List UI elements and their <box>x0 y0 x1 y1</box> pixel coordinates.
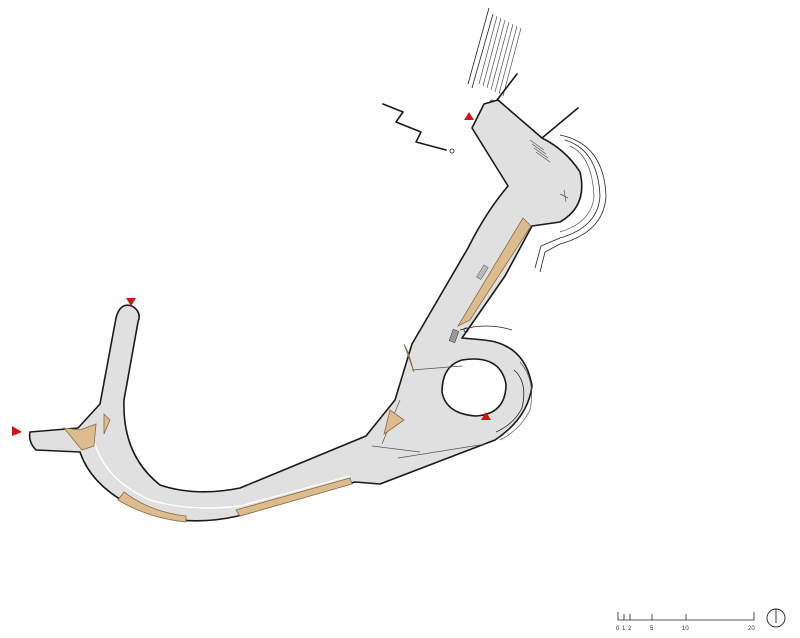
north-arrow-icon <box>766 608 786 628</box>
plaza-edge <box>541 107 579 139</box>
planting-strip-bottom <box>235 477 353 517</box>
planting-junction-left <box>63 423 97 451</box>
paved-path <box>28 99 583 522</box>
planting-left-wedge <box>403 343 415 373</box>
scale-tick-5: 5 <box>650 626 654 632</box>
entry-marker-loop <box>481 412 491 420</box>
planting-junction-right <box>103 413 111 435</box>
curb-line <box>91 431 351 509</box>
bollard <box>449 148 455 154</box>
entry-marker-west <box>12 426 22 436</box>
scale-tick-20: 20 <box>748 626 755 632</box>
stairs-top <box>467 7 522 105</box>
bench <box>448 329 460 343</box>
scale-tick-1: 1 <box>622 626 626 632</box>
planting-strip-upper <box>456 217 532 327</box>
curb-line-loop <box>495 369 525 433</box>
planting-mid-wedge <box>383 409 405 435</box>
top-plaza-steps <box>529 139 551 163</box>
scale-tick-2: 2 <box>628 626 632 632</box>
entry-marker-top-stairs <box>464 112 474 120</box>
entry-marker-north-branch <box>126 298 136 306</box>
scale-tick-10: 10 <box>682 626 689 632</box>
loop-island <box>441 358 507 417</box>
terrace-walls <box>534 134 607 273</box>
retaining-wall-left <box>382 103 447 151</box>
bench-upper <box>476 264 489 280</box>
planting-strip-lower <box>117 491 187 523</box>
scale-tick-0: 0 <box>616 626 620 632</box>
scale-bar: 0 1 2 5 10 20 <box>616 612 755 632</box>
